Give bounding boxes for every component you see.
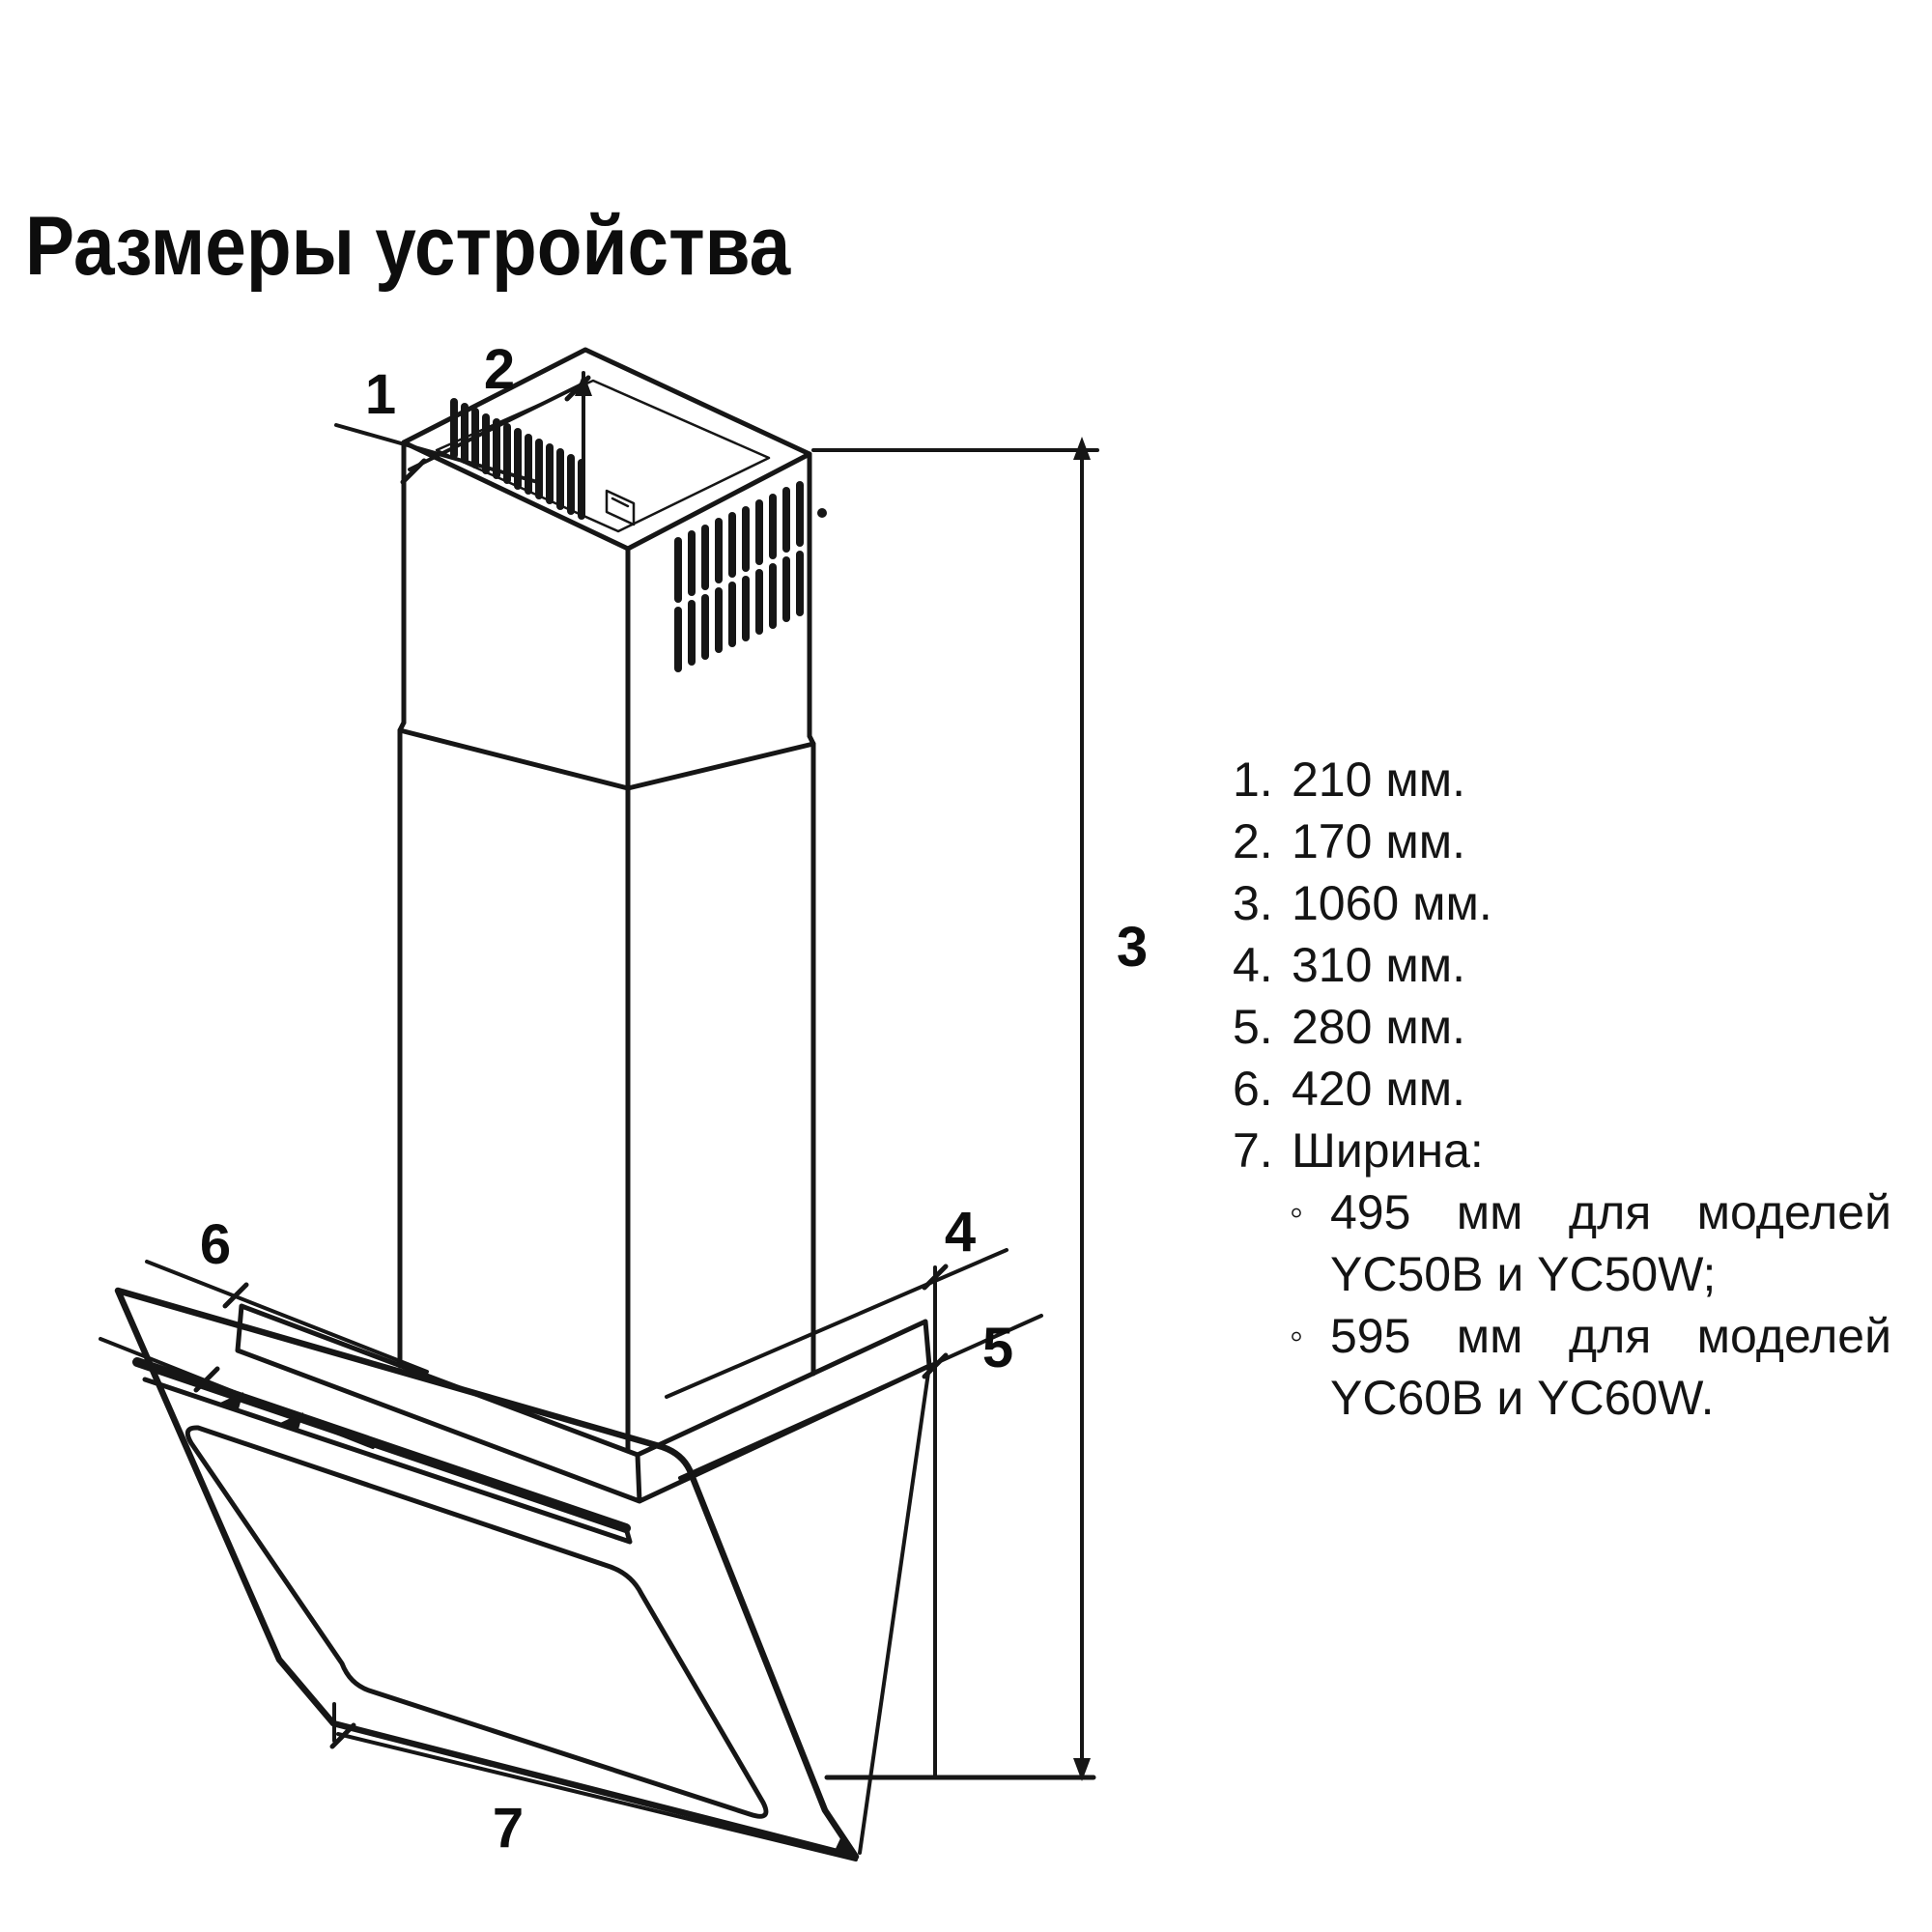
glass-panel-outline	[114, 1287, 860, 1861]
option-line2: YC60B и YC60W.	[1330, 1371, 1715, 1425]
dim-label-3: 3	[1117, 916, 1148, 979]
page-title: Размеры устройства	[25, 200, 791, 293]
dim5-extension-line	[678, 1314, 1043, 1480]
list-item: 7. Ширина:	[1233, 1120, 1891, 1181]
list-item: 2. 170 мм.	[1233, 810, 1891, 872]
list-item: 1. 210 мм.	[1233, 749, 1891, 810]
hood-top-slab	[235, 1303, 932, 1504]
side-vent-grille	[674, 481, 804, 672]
hood-body	[114, 1287, 932, 1861]
item-number: 4.	[1233, 938, 1273, 992]
tick	[329, 1722, 356, 1749]
option-line1: 595 мм для моделей	[1330, 1309, 1891, 1363]
option-text: 495 мм для моделей YC50B и YC50W;	[1330, 1181, 1891, 1305]
body-side-edge	[858, 1364, 931, 1855]
dim7-arrow	[833, 1838, 856, 1860]
item-number: 3.	[1233, 876, 1273, 930]
mounting-bracket	[605, 489, 636, 526]
item-value: 1060 мм.	[1292, 876, 1492, 930]
item-value: 310 мм.	[1292, 938, 1465, 992]
glass-inner-frame	[185, 1425, 769, 1819]
list-item: 3. 1060 мм.	[1233, 872, 1891, 934]
list-item: 5. 280 мм.	[1233, 996, 1891, 1058]
dim2-line	[408, 383, 583, 471]
dim-label-4: 4	[945, 1201, 976, 1264]
item-number: 1.	[1233, 753, 1273, 807]
dim-label-2: 2	[484, 338, 515, 401]
option-line1: 495 мм для моделей	[1330, 1185, 1891, 1239]
dim-label-7: 7	[493, 1797, 524, 1860]
tick	[222, 1282, 249, 1309]
chimney-lower-section	[397, 727, 816, 1454]
width-option-yc50: ◦ 495 мм для моделей YC50B и YC50W;	[1233, 1181, 1891, 1305]
dim6-extension-upper	[145, 1260, 429, 1374]
item-number: 7.	[1233, 1123, 1273, 1178]
dimensions-list: 1. 210 мм. 2. 170 мм. 3. 1060 мм. 4. 310…	[1233, 749, 1891, 1429]
handle-strip	[132, 1357, 631, 1533]
chimney-joint	[397, 720, 816, 791]
list-item: 4. 310 мм.	[1233, 934, 1891, 996]
dim4-extension-line	[665, 1248, 1009, 1399]
dim6-extension-lower	[99, 1337, 375, 1449]
item-number: 5.	[1233, 1000, 1273, 1054]
reference-lines	[824, 1265, 1096, 1780]
dimension-labels: 1 2 3 4 5 6 7	[200, 338, 1148, 1860]
dim3-arrow-top	[1073, 437, 1091, 460]
item-value: 210 мм.	[1292, 753, 1465, 807]
option-line2: YC50B и YC50W;	[1330, 1247, 1717, 1301]
item-value: 280 мм.	[1292, 1000, 1465, 1054]
dim-label-6: 6	[200, 1213, 231, 1276]
tick	[922, 1264, 949, 1291]
dim7-line	[336, 1732, 858, 1861]
item-number: 6.	[1233, 1062, 1273, 1116]
item-value: 170 мм.	[1292, 814, 1465, 868]
dimension-lines	[99, 371, 1099, 1861]
list-item: 6. 420 мм.	[1233, 1058, 1891, 1120]
tick	[193, 1366, 220, 1393]
chimney-duct	[397, 347, 827, 1454]
tick	[922, 1352, 949, 1379]
item-value: 420 мм.	[1292, 1062, 1465, 1116]
tick	[564, 375, 591, 402]
handle-notch-left	[220, 1392, 243, 1412]
bullet-icon: ◦	[1290, 1315, 1304, 1357]
tick	[400, 458, 427, 485]
dim-label-1: 1	[365, 363, 396, 426]
width-option-yc60: ◦ 595 мм для моделей YC60B и YC60W.	[1233, 1305, 1891, 1429]
dim-label-5: 5	[982, 1317, 1013, 1379]
screw-dot	[817, 508, 827, 518]
dim3-arrow-bottom	[1073, 1758, 1091, 1781]
item-value: Ширина:	[1292, 1123, 1484, 1178]
handle-strip-lower	[142, 1377, 633, 1545]
option-text: 595 мм для моделей YC60B и YC60W.	[1330, 1305, 1891, 1429]
item-number: 2.	[1233, 814, 1273, 868]
bullet-icon: ◦	[1290, 1191, 1304, 1234]
chimney-upper-section	[401, 440, 812, 791]
